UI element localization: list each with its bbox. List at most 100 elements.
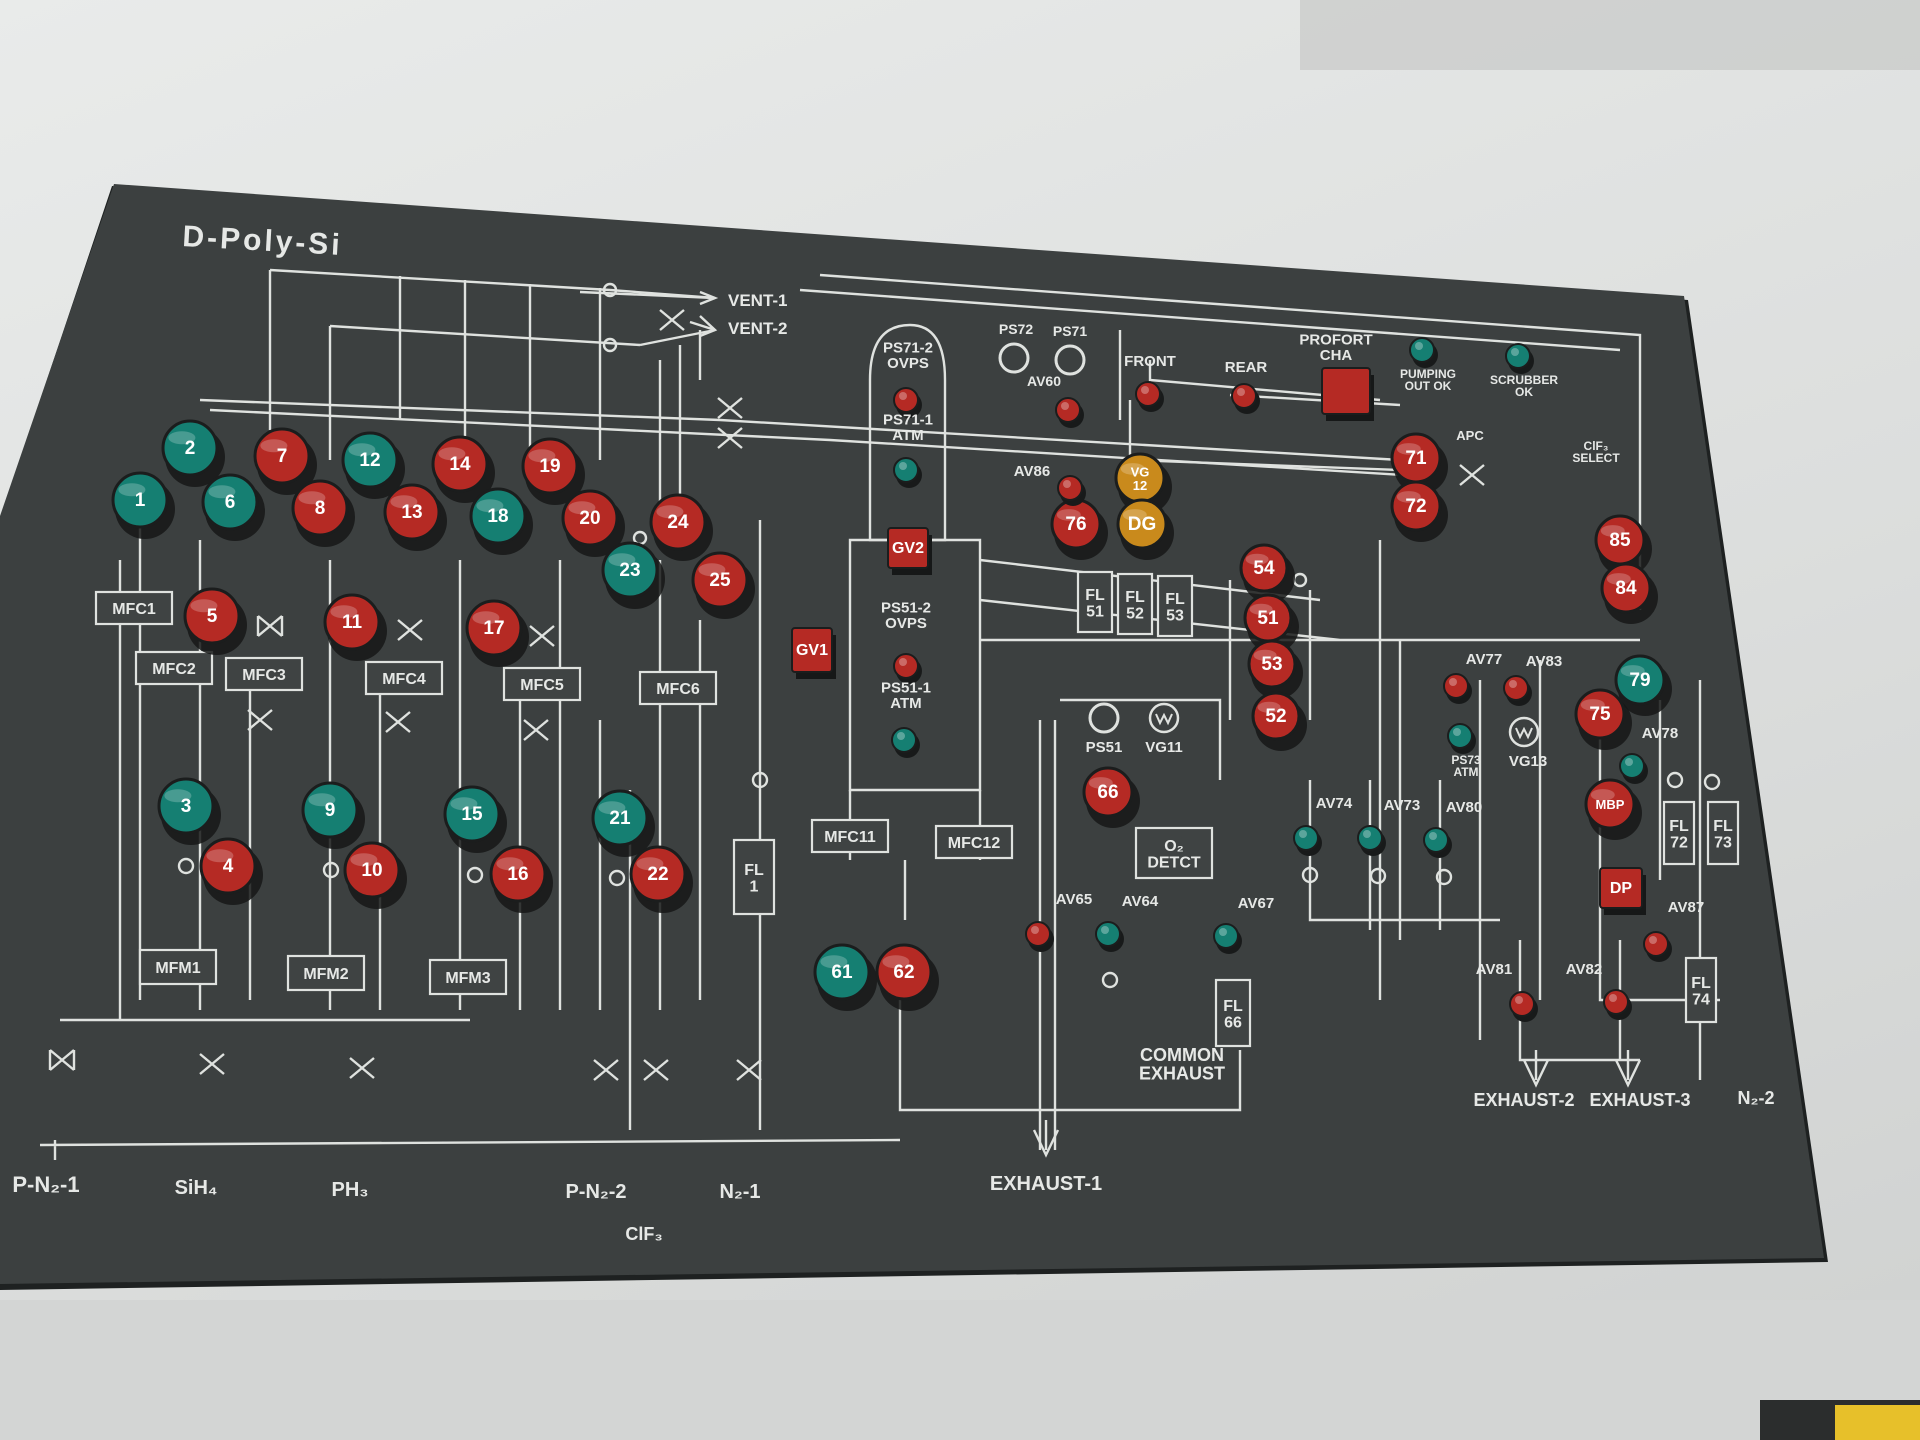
button-61[interactable]: 61 bbox=[813, 943, 877, 1011]
indicator-lamp bbox=[1025, 921, 1054, 952]
lamp-glint bbox=[1141, 386, 1149, 394]
box-frame bbox=[138, 948, 218, 986]
button-cap bbox=[301, 781, 359, 839]
button-number: 10 bbox=[361, 860, 382, 881]
vacuum-gauge-icon bbox=[1148, 702, 1180, 734]
button-2[interactable]: 2 bbox=[161, 419, 225, 487]
button-number: 13 bbox=[401, 502, 422, 523]
indicator-lamp bbox=[1423, 827, 1452, 858]
button-24[interactable]: 24 bbox=[649, 493, 713, 561]
button-9[interactable]: 9 bbox=[301, 781, 365, 849]
button-84[interactable]: 84 bbox=[1600, 562, 1658, 624]
lamp-lens bbox=[1135, 381, 1161, 407]
button-4[interactable]: 4 bbox=[199, 837, 263, 905]
button-number: 72 bbox=[1405, 496, 1426, 517]
button-highlight bbox=[350, 853, 378, 867]
button-6[interactable]: 6 bbox=[201, 473, 265, 541]
box-frame bbox=[732, 838, 776, 916]
button-7[interactable]: 7 bbox=[253, 427, 317, 495]
button-18[interactable]: 18 bbox=[469, 487, 533, 555]
square-button-dp[interactable]: DP bbox=[1599, 867, 1646, 915]
button-75[interactable]: 75 bbox=[1574, 688, 1632, 750]
button-25[interactable]: 25 bbox=[691, 551, 755, 619]
square-button-cap bbox=[1321, 367, 1371, 415]
button-52[interactable]: 52 bbox=[1251, 691, 1307, 751]
port-label-n-2: N₂-2 bbox=[1737, 1088, 1774, 1108]
button-3[interactable]: 3 bbox=[157, 777, 221, 845]
yellow-label bbox=[1835, 1405, 1920, 1440]
square-button-gv1[interactable]: GV1 bbox=[791, 627, 836, 679]
button-5[interactable]: 5 bbox=[183, 587, 247, 655]
button-79[interactable]: 79 bbox=[1614, 654, 1672, 716]
button-15[interactable]: 15 bbox=[443, 785, 507, 853]
lamp-glint bbox=[1219, 928, 1227, 936]
button-66[interactable]: 66 bbox=[1082, 766, 1140, 828]
button-13[interactable]: 13 bbox=[383, 483, 447, 551]
button-highlight bbox=[118, 483, 146, 497]
box-label: MFC4 bbox=[382, 671, 426, 688]
box-mfm3: MFM3 bbox=[428, 958, 508, 996]
box-label: MFC3 bbox=[242, 667, 286, 684]
button-highlight bbox=[168, 431, 196, 445]
button-cap bbox=[1614, 654, 1666, 706]
button-19[interactable]: 19 bbox=[521, 437, 585, 505]
button-14[interactable]: 14 bbox=[431, 435, 495, 503]
port-label-exhaust-3: EXHAUST-3 bbox=[1589, 1090, 1690, 1110]
button-1[interactable]: 1 bbox=[111, 471, 175, 539]
button-cap bbox=[1600, 562, 1652, 614]
port-label-clf: ClF₃ bbox=[625, 1224, 662, 1244]
button-53[interactable]: 53 bbox=[1247, 639, 1303, 699]
button-highlight bbox=[164, 789, 192, 803]
button-22[interactable]: 22 bbox=[629, 845, 693, 913]
button-mbp[interactable]: MBP bbox=[1584, 778, 1642, 840]
lamp-glint bbox=[1511, 348, 1519, 356]
square-button-gv2[interactable]: GV2 bbox=[887, 527, 932, 575]
button-12[interactable]: 12 bbox=[341, 431, 405, 499]
label-av64: AV64 bbox=[1122, 893, 1159, 910]
button-51[interactable]: 51 bbox=[1243, 593, 1299, 653]
button-85[interactable]: 85 bbox=[1594, 514, 1652, 576]
button-highlight bbox=[208, 485, 236, 499]
lamp-lens bbox=[891, 727, 917, 753]
indicator-lamp bbox=[1055, 397, 1084, 428]
button-highlight bbox=[636, 857, 664, 871]
label-av73: AV73 bbox=[1384, 797, 1420, 814]
button-21[interactable]: 21 bbox=[591, 789, 655, 857]
button-23[interactable]: 23 bbox=[601, 541, 665, 609]
button-highlight bbox=[820, 955, 848, 969]
button-dg[interactable]: DG bbox=[1116, 498, 1174, 560]
port-label-n-1: N₂-1 bbox=[719, 1181, 760, 1203]
button-highlight bbox=[882, 955, 910, 969]
button-62[interactable]: 62 bbox=[875, 943, 939, 1011]
button-16[interactable]: 16 bbox=[489, 845, 553, 913]
button-10[interactable]: 10 bbox=[343, 841, 407, 909]
square-button-profort[interactable] bbox=[1321, 367, 1374, 421]
button-cap bbox=[431, 435, 489, 493]
button-number: 61 bbox=[831, 962, 853, 983]
lamp-glint bbox=[1625, 758, 1633, 766]
button-72[interactable]: 72 bbox=[1390, 480, 1448, 542]
label-vg11: VG11 bbox=[1145, 739, 1183, 756]
lamp-lens bbox=[1409, 337, 1435, 363]
lamp-glint bbox=[1429, 832, 1437, 840]
button-number: 24 bbox=[667, 512, 689, 533]
button-71[interactable]: 71 bbox=[1390, 432, 1448, 494]
indicator-lamp bbox=[1057, 475, 1086, 506]
button-20[interactable]: 20 bbox=[561, 489, 625, 557]
button-17[interactable]: 17 bbox=[465, 599, 529, 667]
button-11[interactable]: 11 bbox=[323, 593, 387, 661]
indicator-lamp bbox=[1293, 825, 1322, 856]
label-pumping-out ok: PUMPINGOUT OK bbox=[1400, 367, 1456, 393]
lamp-lens bbox=[1603, 989, 1629, 1015]
button-highlight bbox=[1245, 553, 1269, 565]
button-54[interactable]: 54 bbox=[1239, 543, 1295, 603]
button-8[interactable]: 8 bbox=[291, 479, 355, 547]
